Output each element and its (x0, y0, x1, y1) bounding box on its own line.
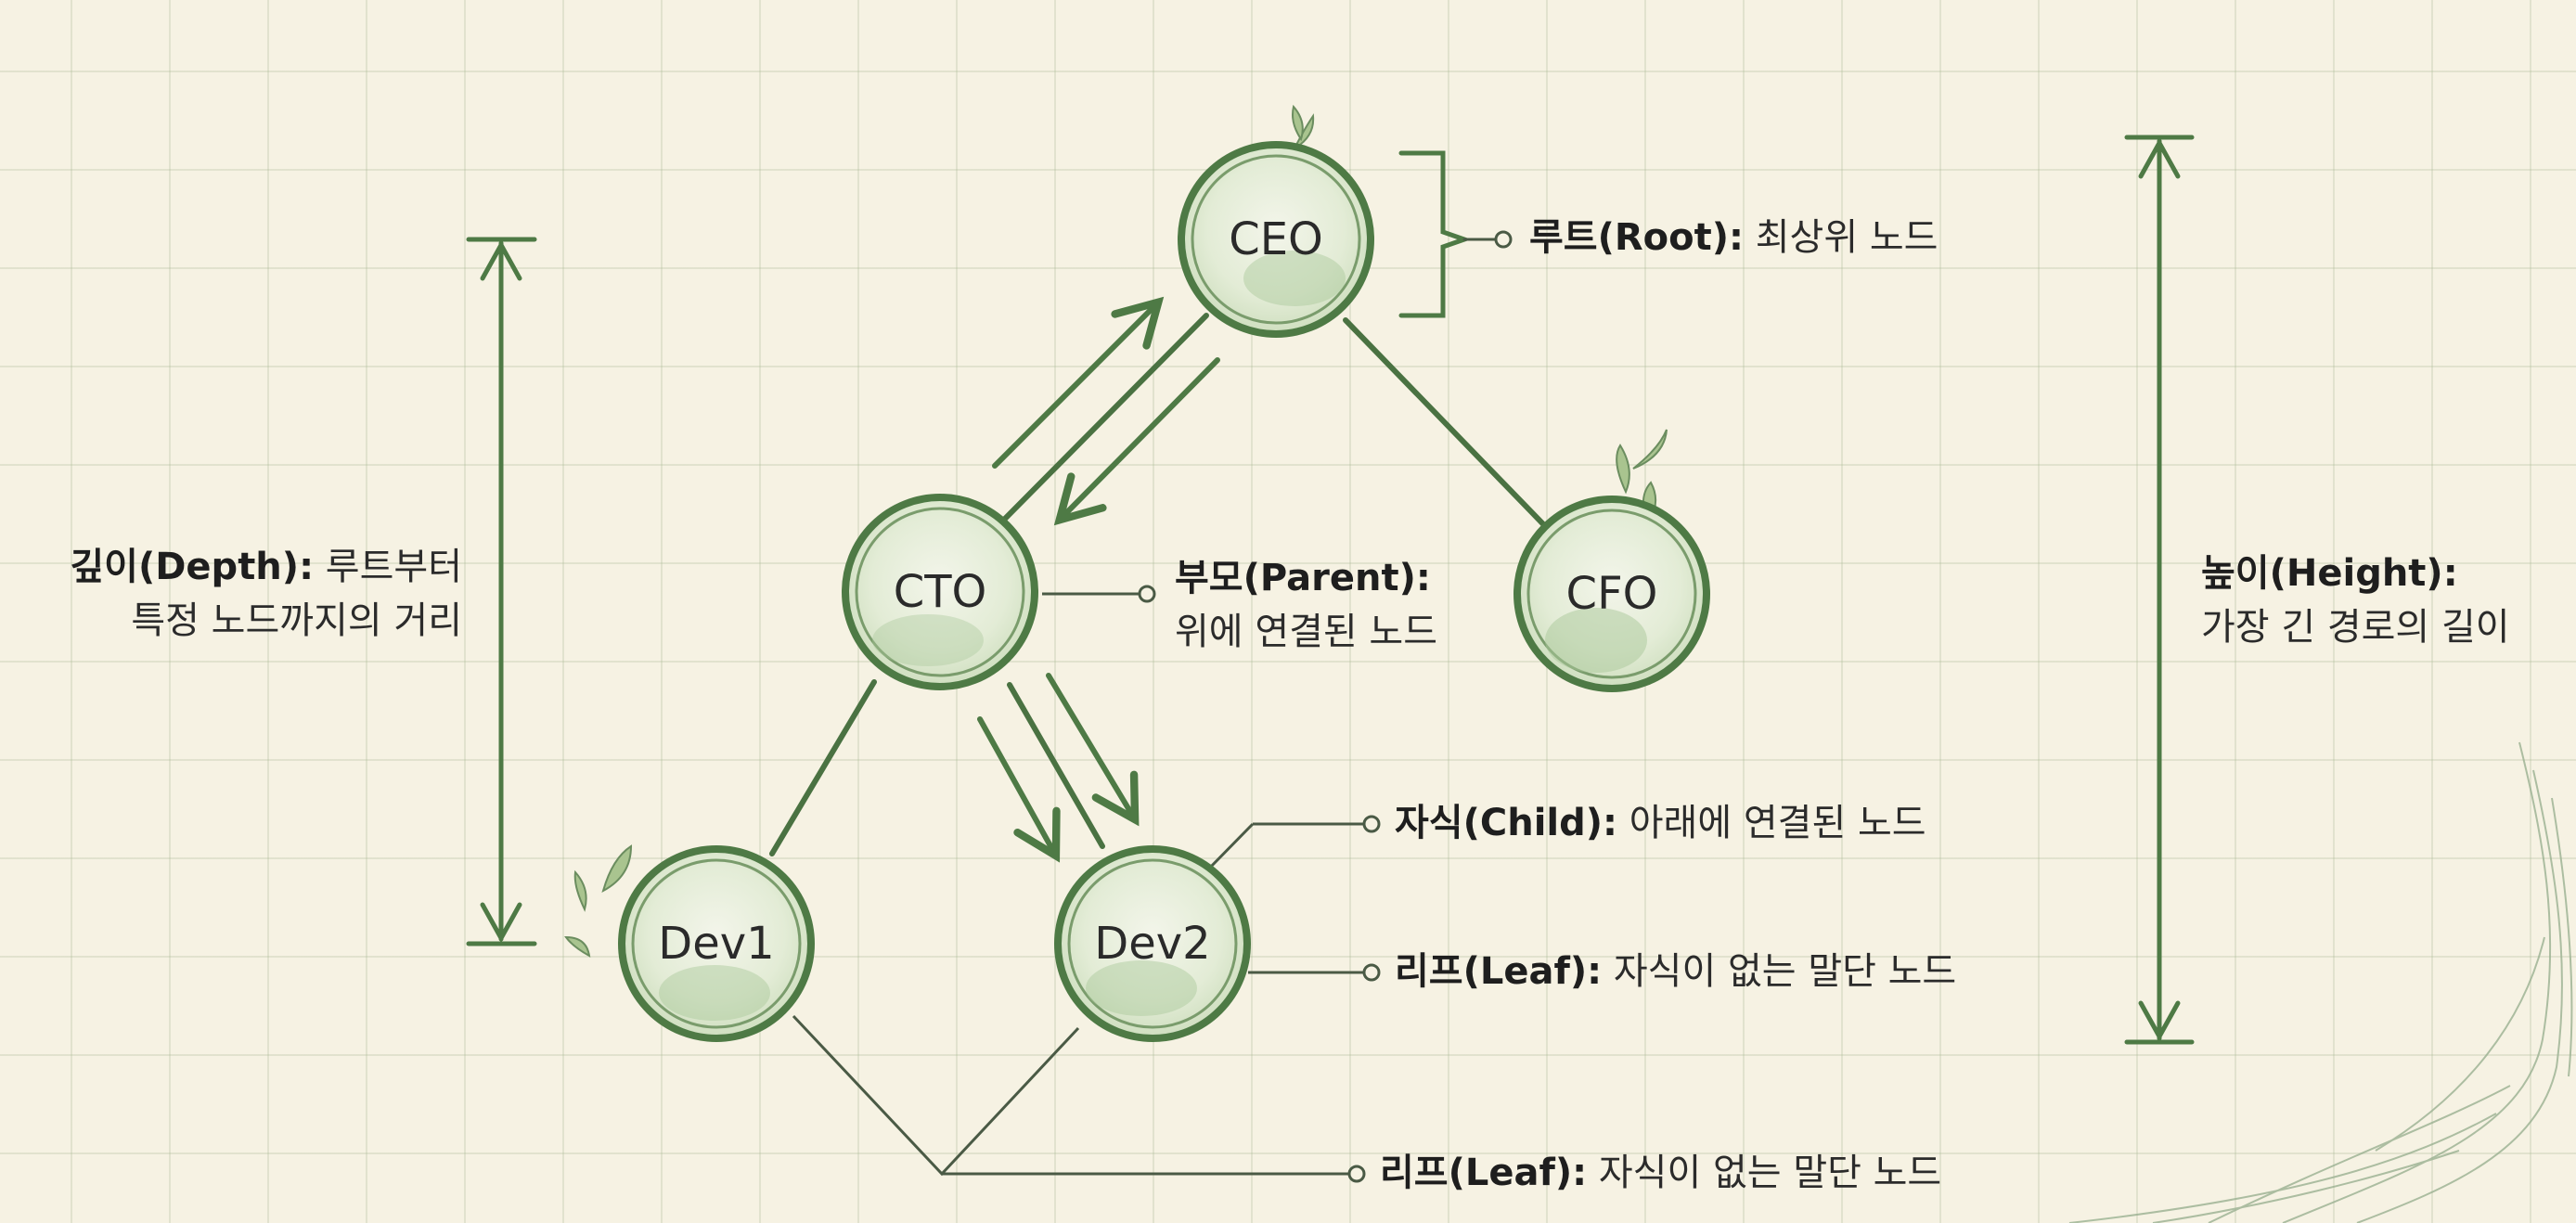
depth-term: 깊이(Depth): (70, 546, 315, 588)
parent-term: 부모(Parent): (1175, 557, 1431, 599)
leaf-bottom-term: 리프(Leaf): (1380, 1152, 1588, 1194)
edge-cto-dev2 (1007, 682, 1105, 849)
root-bracket (1398, 150, 1513, 318)
leaf-bottom-dot-icon (1347, 1165, 1366, 1183)
tree-edges (769, 313, 1551, 856)
leaf-dev2-dot-icon (1362, 963, 1381, 982)
parent-annotation: 부모(Parent): 위에 연결된 노드 (1175, 551, 1437, 659)
leaf-dev2-desc: 자식이 없는 말단 노드 (1602, 950, 1957, 993)
leaf-dev2-annotation: 리프(Leaf): 자식이 없는 말단 노드 (1395, 945, 1956, 998)
height-desc: 가장 긴 경로의 길이 (2201, 606, 2510, 649)
node-dev2 (1054, 845, 1251, 1042)
node-label-cto: CTO (893, 566, 987, 618)
edge-ceo-cfo (1343, 317, 1551, 532)
depth-arrow (466, 237, 537, 946)
arrow-down-to-cto-icon (1053, 357, 1220, 526)
leaf-bottom-desc: 자식이 없는 말단 노드 (1587, 1152, 1942, 1194)
arrow-cto-dev2-b-icon (1046, 673, 1140, 827)
root-desc: 최상위 노드 (1744, 216, 1938, 259)
child-desc: 아래에 연결된 노드 (1617, 802, 1926, 844)
root-term: 루트(Root): (1529, 216, 1745, 259)
root-annotation: 루트(Root): 최상위 노드 (1529, 211, 1938, 264)
node-cfo (1513, 496, 1710, 692)
depth-desc-1: 루트부터 (314, 546, 462, 588)
node-label-cfo: CFO (1565, 568, 1658, 620)
height-term: 높이(Height): (2201, 552, 2458, 595)
node-label-dev2: Dev2 (1094, 918, 1211, 970)
height-arrow (2124, 135, 2195, 1045)
child-term: 자식(Child): (1395, 802, 1618, 844)
parent-dot-icon (1138, 585, 1156, 603)
parent-desc: 위에 연결된 노드 (1175, 611, 1438, 653)
leaf-dev2-term: 리프(Leaf): (1395, 950, 1603, 993)
leaf-bottom-leader (792, 1014, 1080, 1177)
child-annotation: 자식(Child): 아래에 연결된 노드 (1395, 796, 1926, 850)
node-cto (842, 494, 1038, 690)
arrow-cto-dev2-a-icon (977, 716, 1061, 863)
root-dot-icon (1494, 230, 1513, 249)
direction-arrows (977, 296, 1220, 863)
depth-desc-2: 특정 노드까지의 거리 (131, 599, 462, 642)
leaf-bottom-annotation: 리프(Leaf): 자식이 없는 말단 노드 (1380, 1146, 1941, 1200)
height-annotation: 높이(Height): 가장 긴 경로의 길이 (2201, 547, 2510, 654)
node-label-ceo: CEO (1229, 213, 1323, 265)
node-ceo (1178, 141, 1374, 338)
depth-annotation: 깊이(Depth): 루트부터 특정 노드까지의 거리 (19, 540, 462, 648)
child-dot-icon (1362, 815, 1381, 833)
node-label-dev1: Dev1 (658, 918, 775, 970)
edge-ceo-cto (1001, 313, 1209, 522)
arrow-up-to-ceo-icon (992, 296, 1165, 469)
node-dev1 (618, 845, 815, 1042)
tree-sketch-decoration (2068, 741, 2573, 1223)
edge-cto-dev1 (769, 679, 877, 856)
